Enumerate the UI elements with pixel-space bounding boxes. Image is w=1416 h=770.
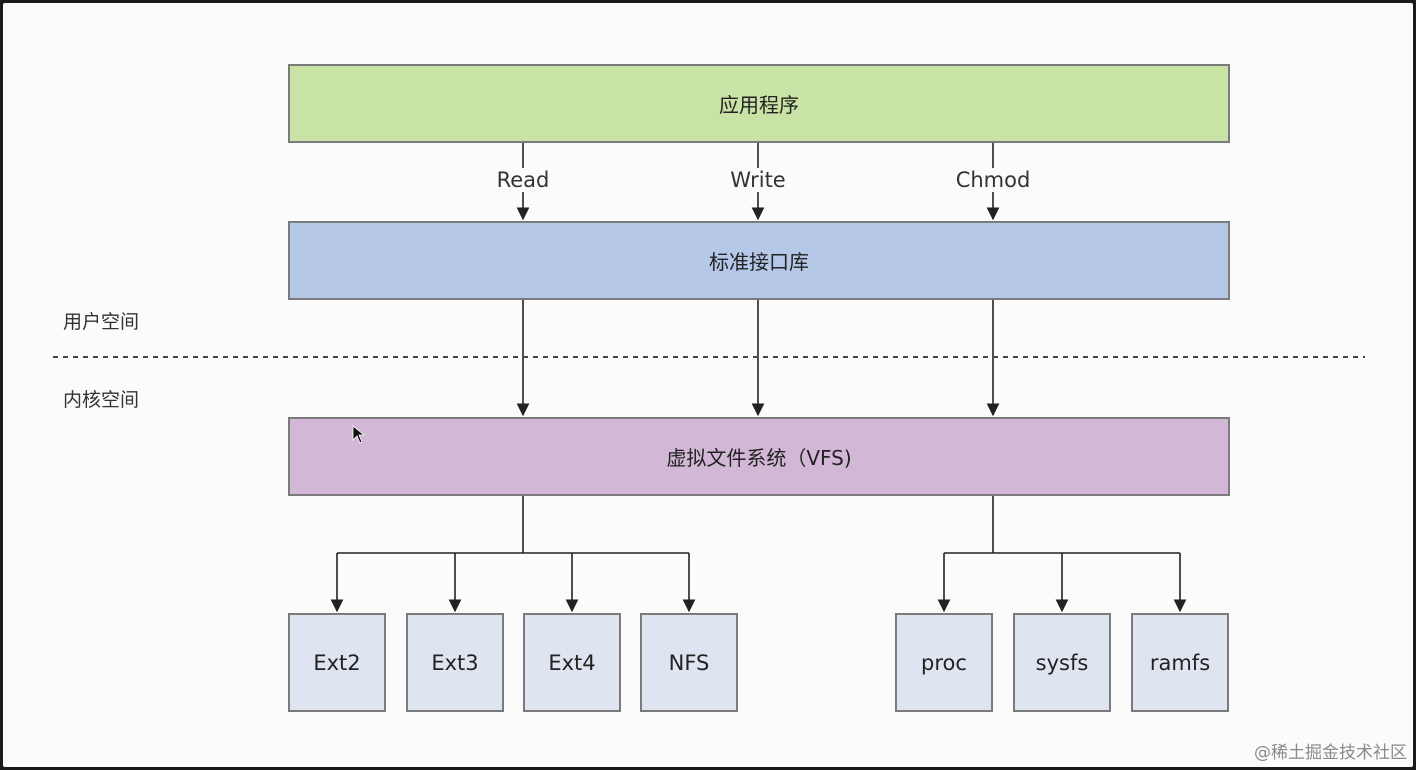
chmod-label: Chmod [951, 168, 1035, 192]
write-label: Write [726, 168, 790, 192]
diagram-canvas: 应用程序 Read Write Chmod 标准接口库 用户空间 内核空间 虚拟… [3, 3, 1413, 767]
std-lib-layer: 标准接口库 [288, 221, 1230, 300]
connector-lines [53, 143, 1365, 613]
fs-label: proc [921, 650, 967, 675]
fs-box-ramfs: ramfs [1131, 613, 1229, 712]
fs-label: ramfs [1149, 650, 1211, 675]
kernel-space-label: 内核空间 [63, 389, 140, 411]
std-lib-label: 标准接口库 [709, 250, 809, 274]
vfs-layer: 虚拟文件系统（VFS) [288, 417, 1230, 496]
fs-box-ext2: Ext2 [288, 613, 386, 712]
fs-box-nfs: NFS [640, 613, 738, 712]
fs-box-sysfs: sysfs [1013, 613, 1111, 712]
watermark: @稀土掘金技术社区 [1254, 743, 1407, 763]
fs-label: Ext2 [313, 650, 361, 675]
fs-label: Ext3 [431, 650, 479, 675]
fs-box-ext4: Ext4 [523, 613, 621, 712]
fs-box-proc: proc [895, 613, 993, 712]
vfs-label: 虚拟文件系统（VFS) [666, 446, 852, 470]
user-space-label: 用户空间 [63, 311, 140, 333]
fs-box-ext3: Ext3 [406, 613, 504, 712]
fs-label: Ext4 [548, 650, 596, 675]
application-label: 应用程序 [719, 93, 799, 117]
read-label: Read [492, 168, 554, 192]
fs-label: sysfs [1035, 650, 1089, 675]
mouse-pointer-icon [352, 425, 366, 444]
fs-label: NFS [668, 650, 710, 675]
application-layer: 应用程序 [288, 64, 1230, 143]
